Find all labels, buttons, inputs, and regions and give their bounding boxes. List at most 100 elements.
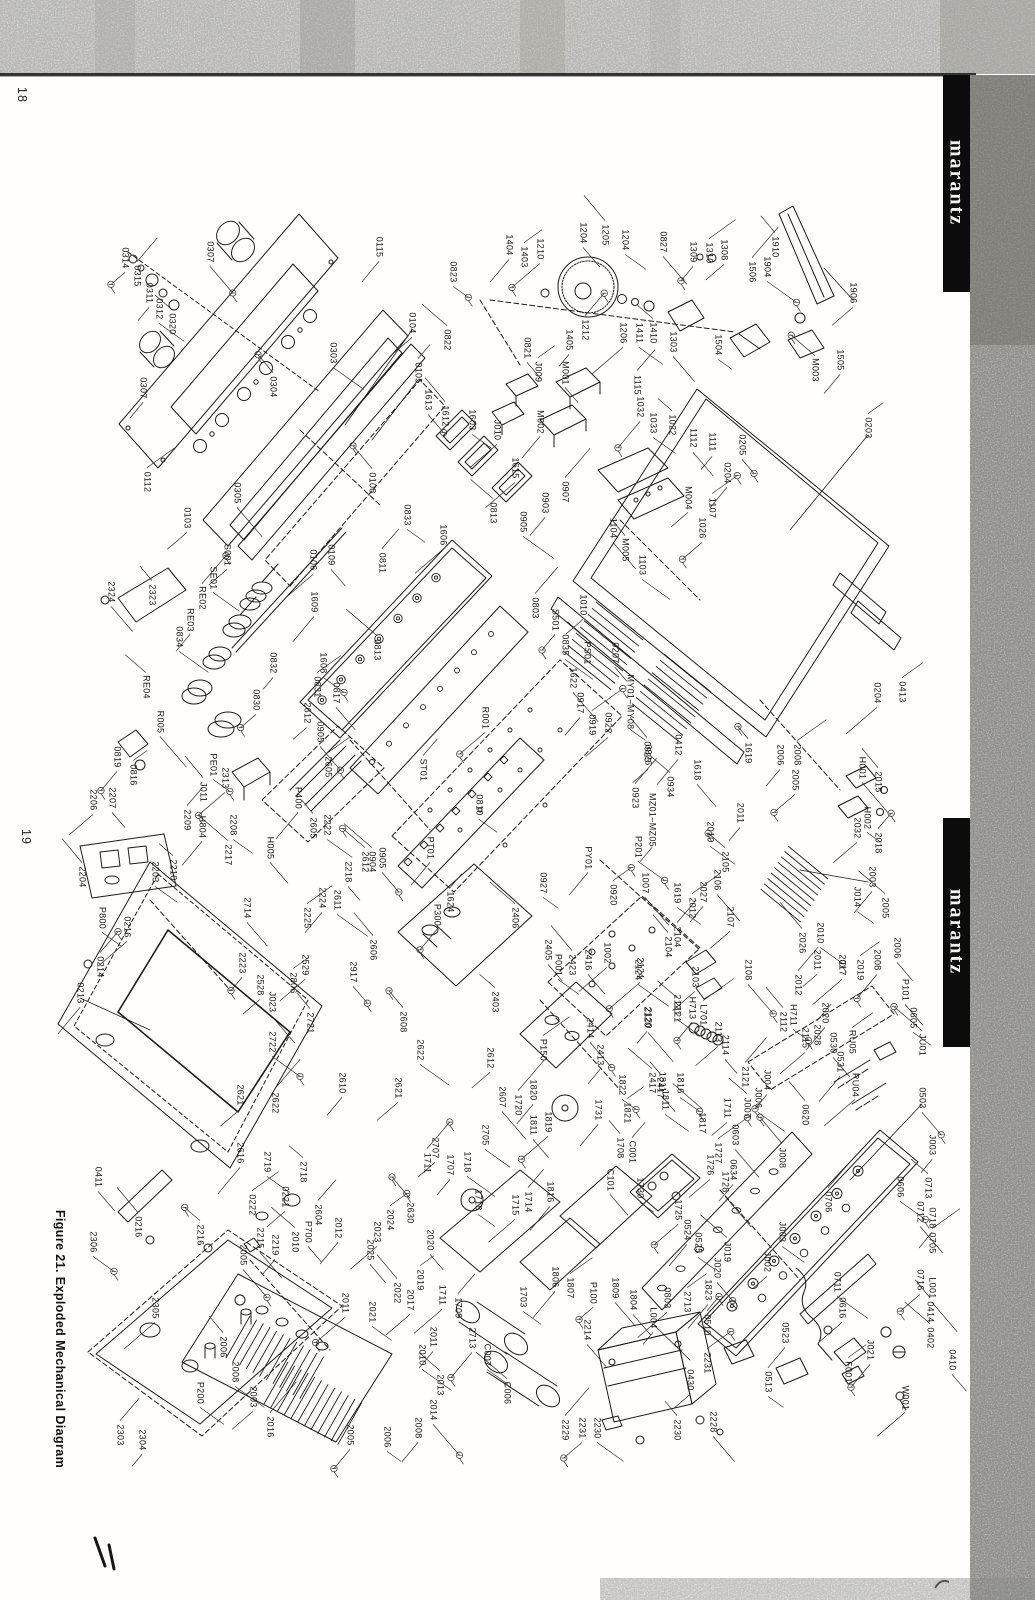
part-label: 1411 [635, 323, 645, 344]
part-label: 0821 [523, 337, 533, 358]
part-label: M001 [561, 361, 571, 385]
part-label: 0221 [281, 1186, 291, 1207]
part-label: 0104 [408, 312, 418, 333]
part-label: 2611 [333, 890, 343, 911]
part-label: 2606 [369, 939, 379, 960]
part-label: 2017 [406, 1289, 416, 1310]
part-label: 2026 [798, 932, 808, 953]
part-label: 0905 [519, 511, 529, 532]
part-label: 2806 [289, 972, 299, 993]
part-label: 0830 [252, 689, 262, 710]
part-label: 2230 [673, 1419, 683, 1440]
part-label: 1619 [744, 742, 754, 763]
part-label: 2622 [416, 1039, 426, 1060]
part-label: 2121 [673, 1001, 683, 1022]
part-label: 0523 [781, 1322, 791, 1343]
part-label: 1204 [621, 229, 631, 250]
part-label: 1728 [721, 1171, 731, 1192]
part-label: W001 [901, 1386, 911, 1411]
part-label: 2008 [231, 1361, 241, 1382]
part-label: L001 [928, 1277, 938, 1298]
part-label: J008 [778, 1148, 788, 1169]
part-label: 0810 [475, 794, 485, 815]
part-label: 2229 [561, 1419, 571, 1440]
part-label: 2215 [256, 1227, 266, 1248]
part-label: 2219 [271, 1234, 281, 1255]
part-label: 1804 [629, 1289, 639, 1310]
part-label: 1816 [546, 1181, 556, 1202]
part-label: 0716 [916, 1269, 926, 1290]
part-label: 2605 [324, 756, 334, 777]
part-label: 1104 [609, 518, 619, 539]
part-label: 2417 [648, 1072, 658, 1093]
part-label: 1022 [668, 414, 678, 435]
part-label: 2207 [108, 787, 118, 808]
part-label: P300 [433, 904, 443, 926]
part-label: C007 [483, 1344, 493, 1367]
part-label: 1711 [723, 1098, 733, 1119]
part-label: P201 [634, 836, 644, 858]
part-label: 2231 [578, 1417, 588, 1438]
part-label: 1107 [708, 498, 718, 519]
part-label: 2610 [338, 1072, 348, 1093]
part-label: 2006 [383, 1426, 393, 1447]
brand-bar-bottom: marantz [943, 818, 970, 1047]
part-label: 2017 [838, 954, 848, 975]
part-label: 0822 [443, 329, 453, 350]
part-label: 1906 [849, 282, 859, 303]
part-label: 0320 [168, 313, 178, 334]
part-label: 2612 [303, 702, 313, 723]
part-label: 2423 [568, 954, 578, 975]
part-label: 2022 [393, 1282, 403, 1303]
part-label: 2020 [821, 1002, 831, 1023]
part-label: 2217 [224, 844, 234, 865]
part-label: 0834 [175, 626, 185, 647]
part-label: 1405 [565, 329, 575, 350]
part-label: 0934 [666, 776, 676, 797]
part-label: 1731 [594, 1099, 604, 1120]
part-label: 2529 [301, 954, 311, 975]
part-label: 0813 [489, 502, 499, 523]
part-label: H713 [688, 997, 698, 1020]
part-label: 0530 [829, 1032, 839, 1053]
part-label: 2124 [636, 957, 646, 978]
part-label: 1718 [463, 1151, 473, 1172]
part-label: 2608 [399, 1011, 409, 1032]
part-label: 2607 [498, 1086, 508, 1107]
part-label: 2027 [699, 881, 709, 902]
part-label: 1823 [704, 1279, 714, 1300]
part-label: 2204 [78, 866, 88, 887]
part-label: 2005 [239, 1244, 249, 1265]
part-label: 2305 [151, 1297, 161, 1318]
part-label: S501 [551, 609, 561, 631]
part-label: 0503 [918, 1087, 928, 1108]
part-label: J021 [866, 1340, 876, 1361]
part-label: 1032 [636, 396, 646, 417]
part-label: F001 [844, 1361, 854, 1383]
part-label: 0103 [183, 507, 193, 528]
part-label: 1210 [536, 238, 546, 259]
part-label: 1618 [693, 759, 703, 780]
part-label: L701 [699, 1004, 709, 1025]
part-label: 2121 [673, 994, 683, 1015]
part-label: M003 [811, 358, 821, 382]
part-label: 1708 [616, 1137, 626, 1158]
part-number-labels: 0314031503110312032003070307011201030305… [76, 222, 958, 1450]
part-label: 2705 [481, 1124, 491, 1145]
part-label: P200 [196, 1382, 206, 1404]
part-label: J003 [928, 1135, 938, 1156]
part-label: 2115 [801, 1028, 811, 1049]
part-label: 0827 [659, 231, 669, 252]
part-label: 2008 [414, 1417, 424, 1438]
part-label: M002 [536, 410, 546, 434]
part-label: 1303 [669, 331, 679, 352]
part-label: 0603 [731, 1124, 741, 1145]
part-label: 2417 [656, 1077, 666, 1098]
part-label: 1817 [698, 1112, 708, 1133]
part-label: 1727 [714, 1142, 724, 1163]
part-label: 0216 [134, 1216, 144, 1237]
part-label: 0115 [375, 237, 385, 258]
part-label: 0204 [723, 462, 733, 483]
part-label: 1816 [676, 1072, 686, 1093]
part-label: 1904 [763, 256, 773, 277]
